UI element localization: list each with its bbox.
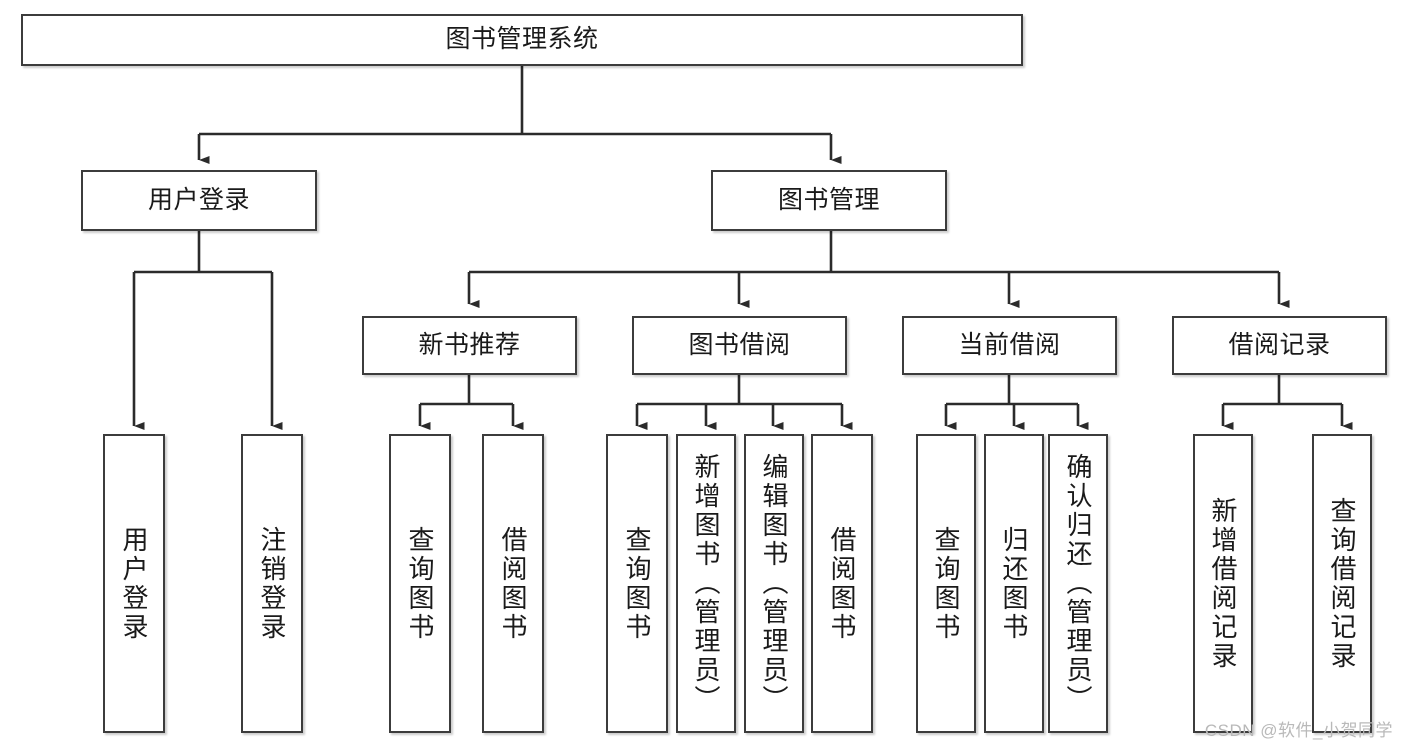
node-book-borrow[interactable]: 图书借阅 bbox=[632, 316, 847, 375]
watermark: CSDN @软件_小贺同学 bbox=[1204, 721, 1393, 740]
node-root[interactable]: 图书管理系统 bbox=[21, 14, 1023, 66]
leaf-query-book-2-label: 查询图书 bbox=[622, 525, 652, 642]
leaf-user-login[interactable]: 用户登录 bbox=[103, 434, 165, 733]
node-current-borrow[interactable]: 当前借阅 bbox=[902, 316, 1117, 375]
leaf-edit-book-label: 编辑图书（管理员） bbox=[759, 453, 789, 714]
leaf-query-record[interactable]: 查询借阅记录 bbox=[1312, 434, 1372, 733]
leaf-borrow-book-1-label: 借阅图书 bbox=[498, 525, 528, 642]
leaf-query-book-2[interactable]: 查询图书 bbox=[606, 434, 668, 733]
leaf-logout-login-label: 注销登录 bbox=[257, 525, 287, 642]
node-user-login[interactable]: 用户登录 bbox=[81, 170, 317, 231]
leaf-borrow-book-2[interactable]: 借阅图书 bbox=[811, 434, 873, 733]
leaf-add-record[interactable]: 新增借阅记录 bbox=[1193, 434, 1253, 733]
node-new-book-recommend[interactable]: 新书推荐 bbox=[362, 316, 577, 375]
node-book-borrow-label: 图书借阅 bbox=[688, 330, 791, 359]
leaf-add-book-label: 新增图书（管理员） bbox=[691, 453, 721, 714]
node-book-management[interactable]: 图书管理 bbox=[711, 170, 947, 231]
leaf-confirm-return[interactable]: 确认归还（管理员） bbox=[1048, 434, 1108, 733]
leaf-query-record-label: 查询借阅记录 bbox=[1327, 496, 1357, 671]
leaf-return-book[interactable]: 归还图书 bbox=[984, 434, 1044, 733]
leaf-query-book-3[interactable]: 查询图书 bbox=[916, 434, 976, 733]
leaf-user-login-label: 用户登录 bbox=[119, 525, 149, 642]
node-current-borrow-label: 当前借阅 bbox=[958, 330, 1061, 359]
leaf-borrow-book-2-label: 借阅图书 bbox=[827, 525, 857, 642]
leaf-add-record-label: 新增借阅记录 bbox=[1208, 496, 1238, 671]
leaf-borrow-book-1[interactable]: 借阅图书 bbox=[482, 434, 544, 733]
leaf-logout-login[interactable]: 注销登录 bbox=[241, 434, 303, 733]
node-new-book-recommend-label: 新书推荐 bbox=[418, 330, 521, 359]
node-borrow-record-label: 借阅记录 bbox=[1228, 330, 1331, 359]
leaf-confirm-return-label: 确认归还（管理员） bbox=[1063, 453, 1093, 714]
node-root-label: 图书管理系统 bbox=[445, 25, 599, 54]
node-borrow-record[interactable]: 借阅记录 bbox=[1172, 316, 1387, 375]
leaf-query-book-3-label: 查询图书 bbox=[931, 525, 961, 642]
leaf-query-book-1[interactable]: 查询图书 bbox=[389, 434, 451, 733]
leaf-query-book-1-label: 查询图书 bbox=[405, 525, 435, 642]
leaf-return-book-label: 归还图书 bbox=[999, 525, 1029, 642]
node-book-management-label: 图书管理 bbox=[777, 185, 880, 214]
node-user-login-label: 用户登录 bbox=[147, 185, 250, 214]
leaf-add-book[interactable]: 新增图书（管理员） bbox=[676, 434, 736, 733]
leaf-edit-book[interactable]: 编辑图书（管理员） bbox=[744, 434, 804, 733]
